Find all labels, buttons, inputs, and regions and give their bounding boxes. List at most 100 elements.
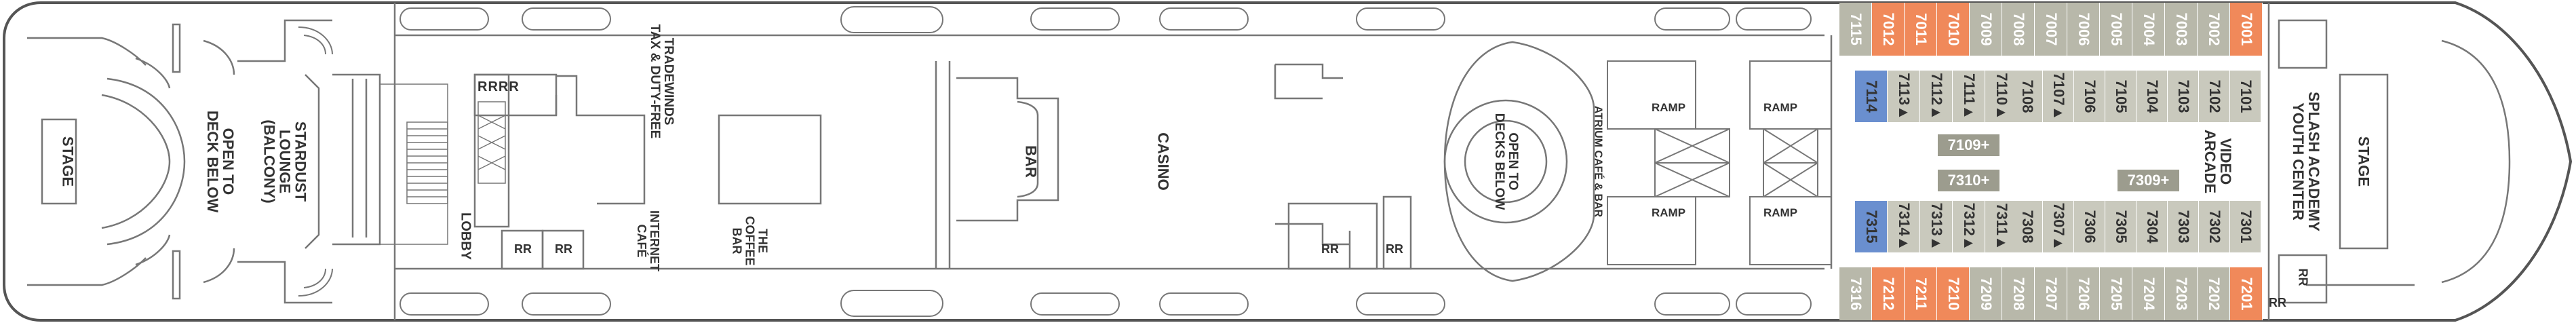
cabin-bottom-2[interactable]: 7211 [1905,267,1937,320]
cabin-inner-br-number: 7308 [2018,210,2036,244]
cabin-inner-bl-number: 7314▲ [1895,202,1913,251]
cabin-bottom-4[interactable]: 7209 [1970,267,2002,320]
lifeboats-top [399,6,1812,33]
cabin-inner-tr-1[interactable]: 7107▲ [2043,71,2074,122]
cabin-top-number: 7003 [2172,12,2190,46]
cabin-inner-tr-6[interactable]: 7102 [2199,71,2230,122]
cabin-inner-bl-3[interactable]: 7312▲ [1953,201,1985,252]
cabin-inner-tl-3[interactable]: 7111▲ [1953,71,1985,122]
cabin-inner-tr-7[interactable]: 7101 [2230,71,2261,122]
cabin-inner-tr-3[interactable]: 7105 [2105,71,2136,122]
cabin-inner-tr-number: 7107▲ [2050,72,2067,121]
cabin-inner-tl-1[interactable]: 7113▲ [1888,71,1920,122]
splash-academy-line1: SPLASH ACADEMY [2305,92,2323,231]
restroom-lobby-2: RR [555,242,572,256]
coffee-bar-line2: COFFEE [743,216,757,266]
cabin-top-number: 7002 [2205,12,2223,46]
suite-7310[interactable]: 7310+ [1936,168,2001,193]
stardust-theater [27,19,381,304]
coffee-bar-line1: THE [756,228,770,253]
cabin-inner-br-0[interactable]: 7308 [2012,201,2043,252]
cabin-inner-br-6[interactable]: 7302 [2199,201,2230,252]
cabin-inner-tr-number: 7105 [2112,79,2130,113]
cabin-top-10[interactable]: 7003 [2165,3,2198,56]
cabin-inner-br-number: 7304 [2143,210,2161,244]
stardust-open-line1: OPEN TO [220,128,237,195]
cabin-inner-tr-number: 7104 [2143,79,2161,113]
cabin-bottom-8[interactable]: 7205 [2100,267,2132,320]
tradewinds-line1: TRADEWINDS [661,37,676,126]
cabin-bottom-3[interactable]: 7210 [1937,267,1970,320]
cabin-bottom-9[interactable]: 7204 [2132,267,2165,320]
deck-walls [393,3,1833,320]
cabin-bottom-number: 7212 [1879,277,1897,311]
cabin-bottom-10[interactable]: 7203 [2165,267,2198,320]
cabin-inner-br-7[interactable]: 7301 [2230,201,2261,252]
cabin-top-number: 7005 [2107,12,2125,46]
cabin-top-0[interactable]: 7115 [1839,3,1872,56]
cabin-inner-tr-2[interactable]: 7106 [2074,71,2105,122]
ramps-elevators [1607,60,1832,265]
stardust-open-label: OPEN TO DECK BELOW [204,111,237,212]
cabin-inner-tl-number: 7111▲ [1960,73,1978,120]
cabin-top-3[interactable]: 7010 [1937,3,1970,56]
cabin-bottom-number: 7204 [2140,277,2158,311]
cabin-bottom-6[interactable]: 7207 [2035,267,2067,320]
cabin-top-number: 7115 [1847,13,1865,45]
cabin-bottom-1[interactable]: 7212 [1872,267,1905,320]
restroom-fwd-2: RR [2269,296,2286,309]
ramp-label-4: RAMP [1763,206,1798,219]
cabin-inner-br-1[interactable]: 7307▲ [2043,201,2074,252]
internet-cafe-line2: CAFÉ [635,224,648,258]
cabin-top-7[interactable]: 7006 [2067,3,2100,56]
cabin-inner-tr-0[interactable]: 7108 [2012,71,2043,122]
restroom-atrium-1: RR [1321,242,1339,256]
cabin-top-9[interactable]: 7004 [2132,3,2165,56]
cabin-inner-tl-2[interactable]: 7112▲ [1920,71,1953,122]
splash-academy-label: SPLASH ACADEMY YOUTH CENTER [2290,92,2322,231]
cabin-top-6[interactable]: 7007 [2035,3,2067,56]
cabin-top-2[interactable]: 7011 [1905,3,1937,56]
cabin-top-4[interactable]: 7009 [1970,3,2002,56]
cabin-inner-br-4[interactable]: 7304 [2136,201,2168,252]
cabin-bottom-7[interactable]: 7206 [2067,267,2100,320]
cabin-top-5[interactable]: 7008 [2002,3,2035,56]
cabin-bottom-number: 7205 [2107,277,2125,311]
cabin-inner-bl-2[interactable]: 7313▲ [1920,201,1953,252]
cabin-inner-br-number: 7303 [2174,210,2192,244]
forward-area [2267,3,2511,320]
internet-cafe-line1: INTERNET [647,210,661,271]
cabin-top-number: 7012 [1879,12,1897,46]
cabin-top-8[interactable]: 7005 [2100,3,2132,56]
cabin-bottom-number: 7207 [2042,277,2060,311]
bar-label: BAR [1022,145,1040,178]
coffee-bar-line3: BAR [730,227,744,254]
suite-7309[interactable]: 7309+ [2116,168,2181,193]
atrium [1443,41,1595,282]
stage-aft-label: STAGE [59,136,77,187]
cabin-inner-bl-number: 7311▲ [1993,203,2010,250]
cabin-inner-tr-4[interactable]: 7104 [2136,71,2168,122]
cabin-inner-bl-1[interactable]: 7314▲ [1888,201,1920,252]
cabin-inner-br-2[interactable]: 7306 [2074,201,2105,252]
cabin-top-1[interactable]: 7012 [1872,3,1905,56]
cabin-inner-br-3[interactable]: 7305 [2105,201,2136,252]
cabin-inner-tr-number: 7103 [2174,79,2192,113]
cabin-top-number: 7011 [1912,13,1930,45]
cabin-inner-bl-0[interactable]: 7315 [1855,201,1888,252]
suite-7109[interactable]: 7109+ [1936,133,2001,157]
cabin-top-11[interactable]: 7002 [2198,3,2230,56]
restroom-atrium-2: RR [1386,242,1403,256]
atrium-open-label: OPEN TO DECKS BELOW [1492,113,1520,210]
cabin-inner-br-number: 7307▲ [2050,202,2067,251]
cabin-top-number: 7004 [2140,12,2158,46]
cabin-inner-tr-5[interactable]: 7103 [2168,71,2199,122]
cabin-bottom-0[interactable]: 7316 [1839,267,1872,320]
cabin-top-12[interactable]: 7001 [2230,3,2263,56]
cabin-inner-tr-number: 7102 [2206,79,2223,113]
cabin-bottom-5[interactable]: 7208 [2002,267,2035,320]
cabin-bottom-11[interactable]: 7202 [2198,267,2230,320]
cabin-bottom-12[interactable]: 7201 [2230,267,2263,320]
cabin-inner-br-5[interactable]: 7303 [2168,201,2199,252]
cabin-inner-tl-0[interactable]: 7114 [1855,71,1888,122]
